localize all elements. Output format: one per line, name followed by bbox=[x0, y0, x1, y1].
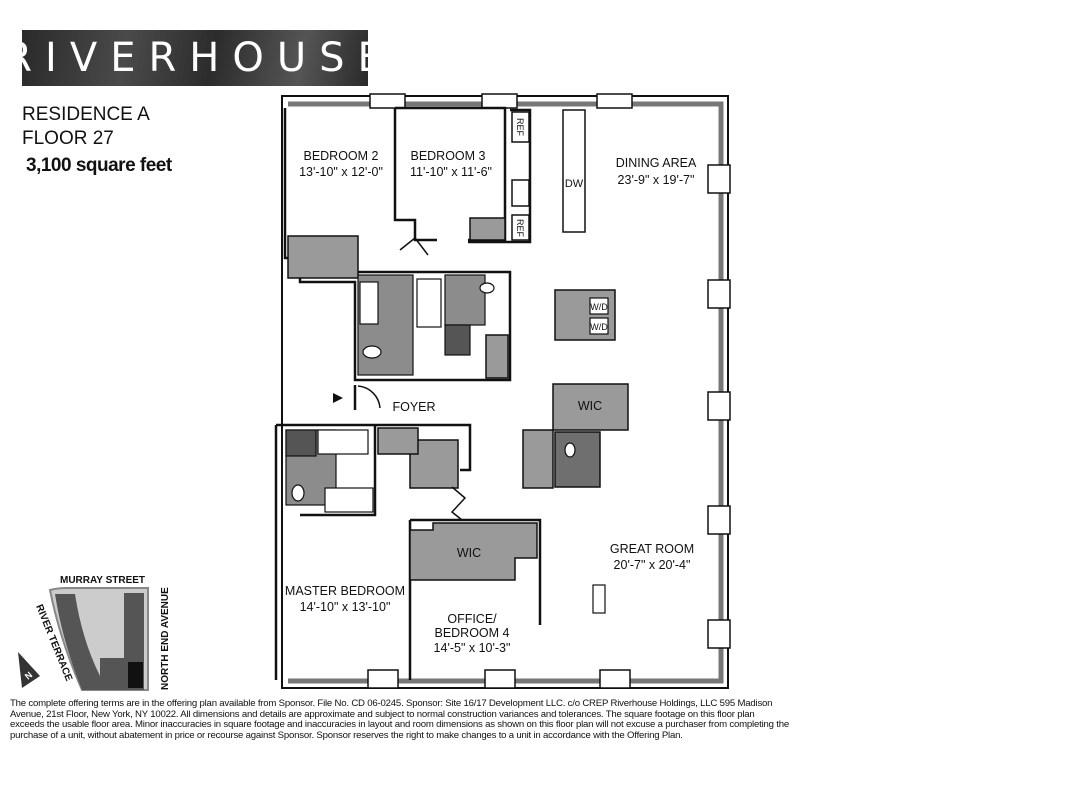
door-swing bbox=[450, 486, 467, 521]
bedroom3-dims: 11'-10" x 11'-6" bbox=[410, 165, 492, 179]
office-dims: 14'-5" x 10'-3" bbox=[434, 641, 511, 655]
kitchen bbox=[511, 109, 586, 241]
cooktop bbox=[511, 179, 530, 207]
bedroom2-name: BEDROOM 2 bbox=[303, 149, 378, 163]
ref-label-bottom: REF bbox=[515, 219, 525, 238]
door-swing bbox=[399, 236, 429, 256]
wic-master-closet bbox=[409, 522, 538, 581]
key-plan: N MURRAY STREET RIVER TERRACE NORTH END … bbox=[18, 575, 171, 691]
bedroom3-name: BEDROOM 3 bbox=[410, 149, 485, 163]
fixtures bbox=[291, 278, 609, 614]
great-room-dims: 20'-7" x 20'-4" bbox=[614, 558, 691, 572]
ref-label-top: REF bbox=[515, 118, 525, 137]
wic-hall-name: WIC bbox=[578, 399, 602, 413]
vanity bbox=[359, 281, 379, 325]
bathtub bbox=[416, 278, 442, 328]
master-name: MASTER BEDROOM bbox=[285, 584, 405, 598]
refrigerator-bottom bbox=[511, 214, 530, 241]
logo-text: RIVERHOUSE bbox=[4, 35, 396, 81]
bathrooms bbox=[285, 274, 486, 506]
floor-number: FLOOR 27 bbox=[22, 128, 114, 149]
entry-door bbox=[357, 385, 381, 409]
double-vanity bbox=[324, 487, 374, 513]
toilet bbox=[291, 484, 305, 502]
kitchen-island bbox=[562, 109, 586, 233]
riverhouse-logo: RIVERHOUSE bbox=[4, 30, 383, 86]
residence-name: RESIDENCE A bbox=[22, 104, 150, 125]
square-footage: 3,100 square feet bbox=[26, 155, 172, 176]
murray-street-label: MURRAY STREET bbox=[60, 575, 145, 586]
north-end-avenue-label: NORTH END AVENUE bbox=[160, 587, 171, 690]
column bbox=[592, 584, 606, 614]
refrigerator-top bbox=[511, 111, 530, 143]
master-dims: 14'-10" x 13'-10" bbox=[300, 600, 391, 614]
bathtub-master bbox=[317, 429, 369, 455]
washer-label: W/D bbox=[590, 302, 608, 312]
legal-disclaimer: The complete offering terms are in the o… bbox=[10, 698, 789, 741]
entry-arrow-icon bbox=[333, 393, 343, 403]
wic-hall-closet bbox=[552, 383, 629, 431]
dryer-label: W/D bbox=[590, 322, 608, 332]
bedroom2-dims: 13'-10" x 12'-0" bbox=[299, 165, 383, 179]
window-piers bbox=[367, 93, 731, 689]
office-name-1: OFFICE/ bbox=[447, 612, 497, 626]
north-arrow-icon bbox=[18, 652, 40, 688]
foyer-name: FOYER bbox=[392, 400, 435, 414]
closets bbox=[287, 217, 629, 581]
toilet bbox=[564, 442, 576, 458]
toilet bbox=[479, 282, 495, 294]
dining-dims: 23'-9" x 19'-7" bbox=[618, 173, 695, 187]
wic-master-name: WIC bbox=[457, 546, 481, 560]
office-name-2: BEDROOM 4 bbox=[434, 626, 509, 640]
compass-label: N bbox=[23, 670, 34, 682]
toilet bbox=[362, 345, 382, 359]
great-room-name: GREAT ROOM bbox=[610, 542, 694, 556]
residence-title: RESIDENCE A FLOOR 27 bbox=[22, 103, 150, 151]
dining-name: DINING AREA bbox=[616, 156, 697, 170]
dishwasher-label: DW bbox=[565, 178, 584, 190]
